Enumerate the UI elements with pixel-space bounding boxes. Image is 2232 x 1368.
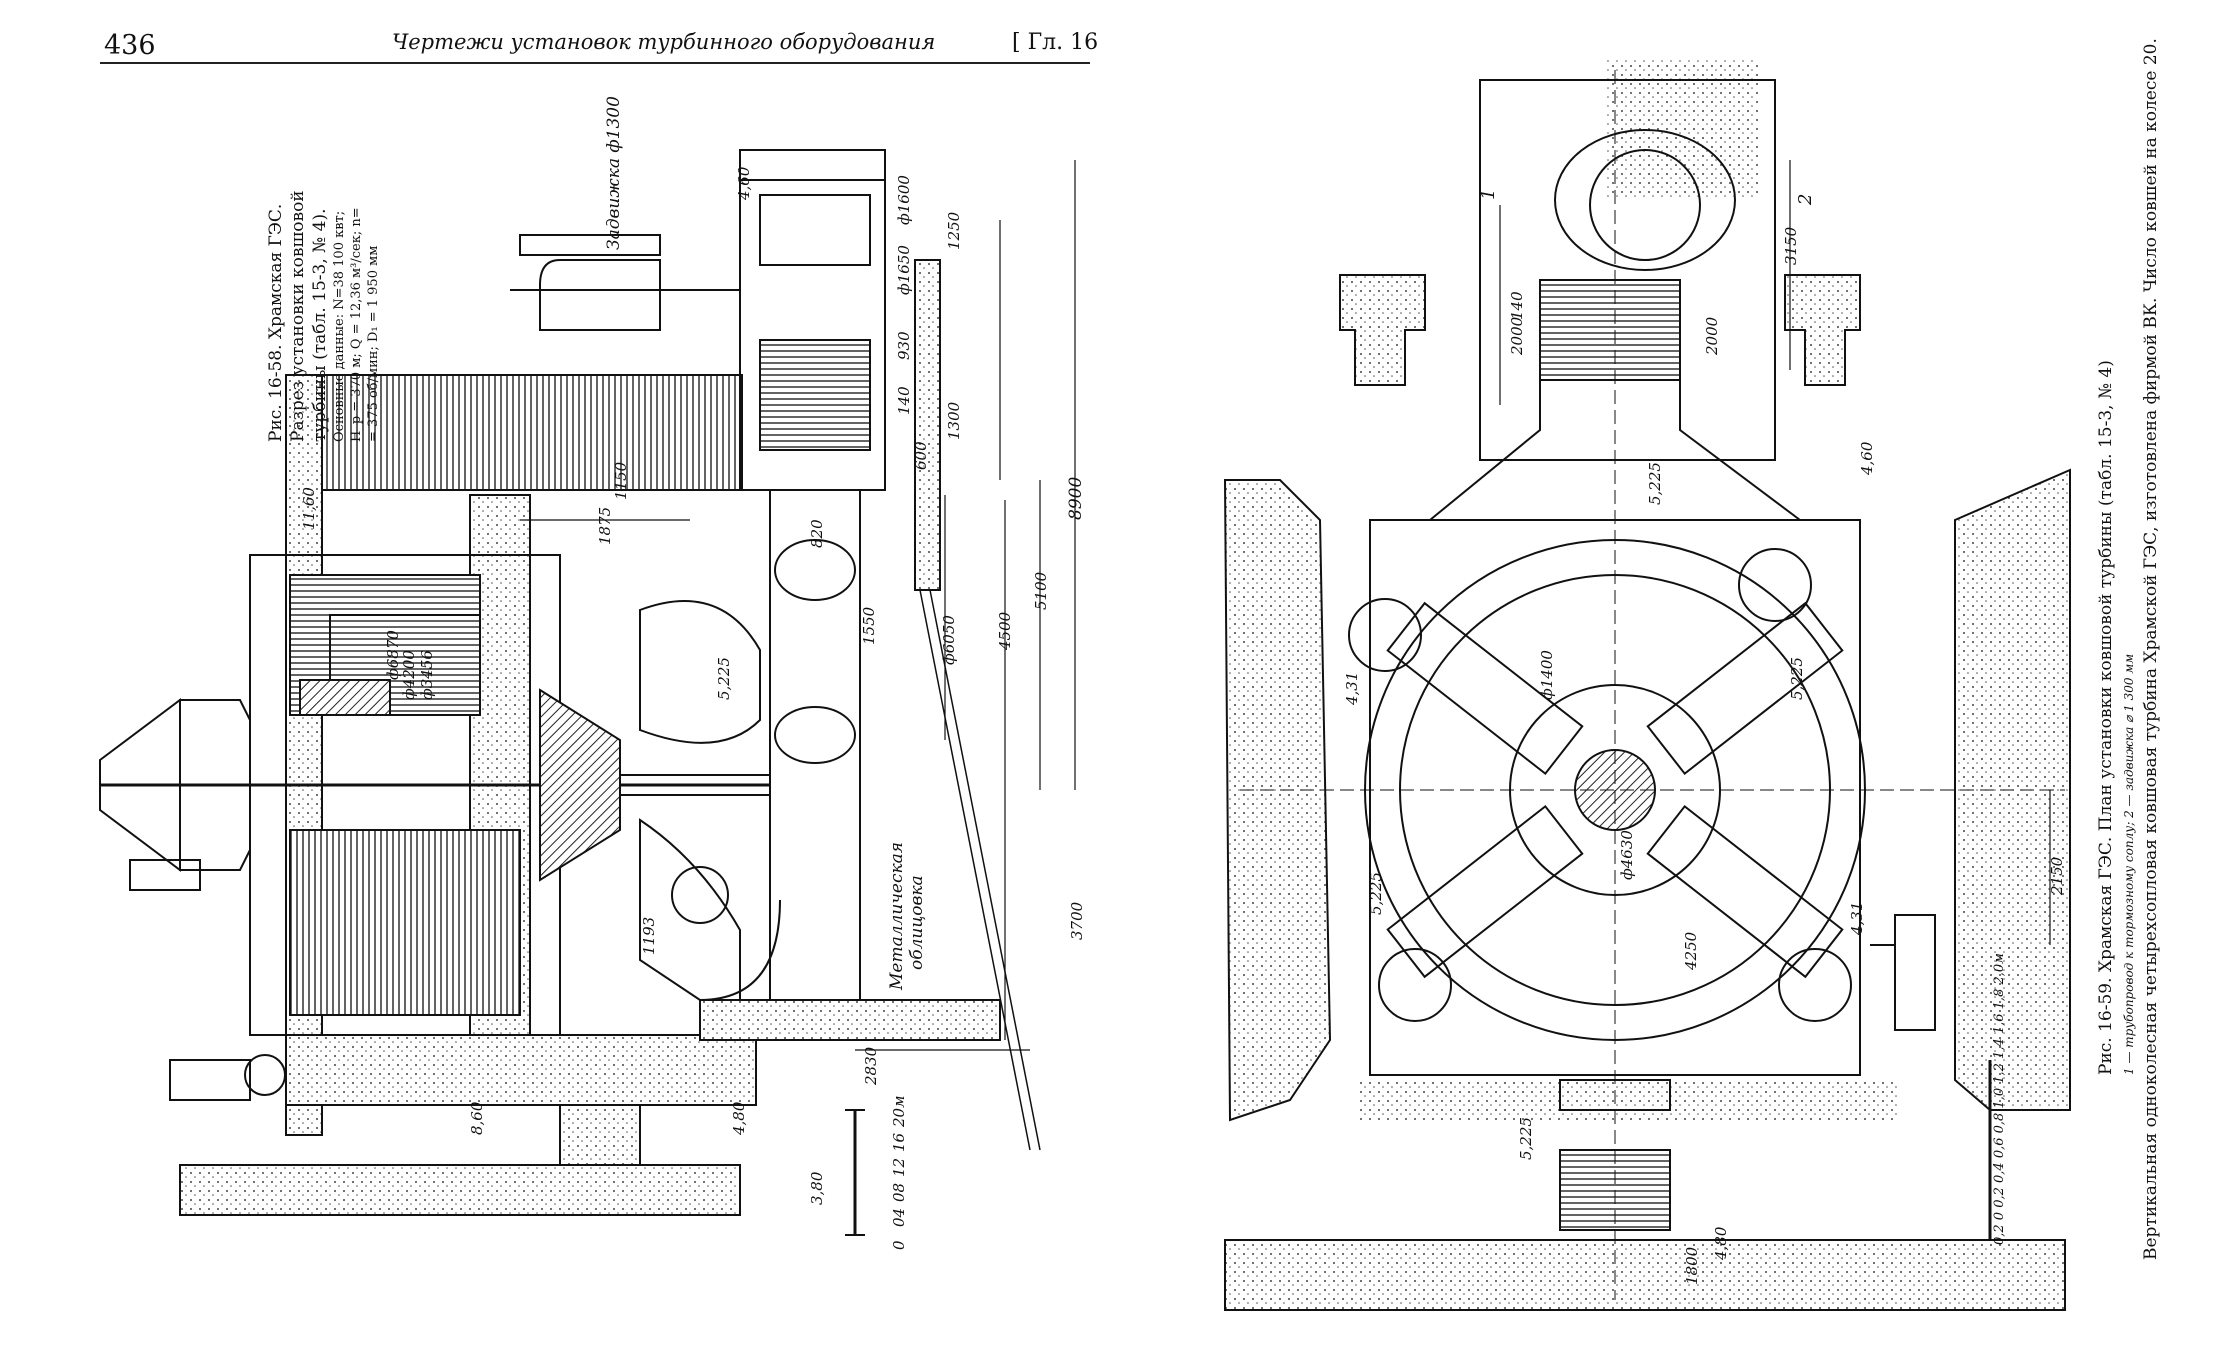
page-number: 436: [104, 30, 156, 61]
dimension-label: ф1400: [1538, 650, 1556, 700]
valve-label: Задвижка ф1300: [604, 96, 624, 250]
dimension-label: 5,225: [1646, 462, 1664, 505]
dimension-label: 600: [912, 441, 930, 470]
figure-16-58-caption: Рис. 16-58. Храмская ГЭС. Разрез установ…: [265, 190, 382, 442]
dimension-label: 5,225: [1788, 657, 1806, 700]
dimension-label: 1193: [640, 916, 658, 955]
dimension-label: 11,60: [300, 487, 318, 530]
scale-tick: 04: [890, 1207, 908, 1227]
scale-tick: 16: [890, 1132, 908, 1152]
dimension-label: 4,80: [1712, 1226, 1730, 1260]
dimension-label: 3,80: [808, 1171, 826, 1205]
dimension-label: 4,60: [735, 166, 753, 200]
callout-2: 2: [1795, 193, 1816, 205]
dimension-label: 1250: [945, 211, 963, 250]
dimension-label: 140: [895, 386, 913, 415]
dimension-label: 4250: [1682, 931, 1700, 970]
dimension-label: ф4630: [1618, 830, 1636, 880]
caption-line: = 375 об/мин; D₁ = 1 950 мм: [366, 245, 381, 442]
dimension-label: ф6870: [384, 630, 402, 680]
dimension-label: 8900: [1066, 476, 1086, 520]
dimension-label: 2000: [1703, 316, 1721, 355]
running-title: Чертежи установок турбинного оборудовани…: [392, 30, 936, 54]
dimension-label: 2150: [2048, 856, 2066, 895]
dimension-label: 1550: [860, 606, 878, 645]
dimension-label: 4,31: [1848, 901, 1866, 935]
dimension-label: 5100: [1032, 571, 1050, 610]
caption-line: Основные данные: N=38 100 квт;: [332, 210, 347, 442]
caption-line: Разрез установки ковшовой: [288, 190, 308, 442]
scale-tick: 0: [890, 1240, 908, 1250]
caption-line: турбины (табл. 15-3, № 4).: [310, 208, 330, 442]
dimension-label: 3700: [1068, 901, 1086, 940]
dimension-label: ф3456: [418, 650, 436, 700]
dimension-label: 3150: [1782, 226, 1800, 265]
dimension-label: ф4200: [400, 650, 418, 700]
dimension-label: 1800: [1683, 1246, 1701, 1285]
section-label: [ Гл. 16: [1012, 30, 1099, 55]
figure-16-59-caption-title: Рис. 16-59. Храмская ГЭС. План установки…: [2096, 360, 2116, 1075]
dimension-label: ф1650: [895, 245, 913, 295]
dimension-label: 1300: [945, 401, 963, 440]
scale-bar-label: 0,2 0 0,2 0,4 0,6 0,8 1,0 1,2 1,4 1,6 1,…: [1992, 953, 2007, 1245]
dimension-label: 4,31: [1343, 671, 1361, 705]
dimension-label: 930: [895, 331, 913, 360]
caption-line: Рис. 16-58. Храмская ГЭС.: [266, 203, 286, 442]
dimension-label: 1875: [596, 506, 614, 545]
dimension-label: 140: [1508, 291, 1526, 320]
header-rule: [100, 62, 1090, 64]
lining-label-2: облицовка: [907, 875, 927, 970]
dimension-label: 5,225: [1367, 872, 1385, 915]
scale-tick: 12: [890, 1157, 908, 1177]
dimension-label: 2000: [1508, 316, 1526, 355]
dimension-label: 4,80: [730, 1101, 748, 1135]
scale-tick: 08: [890, 1182, 908, 1202]
dimension-label: ф6050: [940, 615, 958, 665]
lining-label-1: Металлическая: [887, 841, 907, 990]
callout-1: 1: [1478, 188, 1499, 200]
dimension-label: ф1600: [895, 175, 913, 225]
scale-tick: 20м: [890, 1095, 908, 1127]
dimension-label: 4,60: [1858, 441, 1876, 475]
dimension-label: 8,60: [468, 1101, 486, 1135]
figure-16-59-legend: 1 — трубопровод к тормозному соплу; 2 — …: [2122, 653, 2136, 1075]
dimension-label: 4500: [996, 611, 1014, 650]
dimension-label: 2830: [862, 1046, 880, 1085]
figure-16-59-description: Вертикальная одноколесная четырехсоплова…: [2141, 38, 2161, 1260]
dimension-label: 5,225: [715, 657, 733, 700]
dimension-label: 5,225: [1517, 1117, 1535, 1160]
dimension-label: 1150: [612, 461, 630, 500]
dimension-label: 820: [808, 519, 826, 548]
caption-line: H_p = 370 м; Q = 12,36 м³/сек; n=: [349, 207, 364, 442]
